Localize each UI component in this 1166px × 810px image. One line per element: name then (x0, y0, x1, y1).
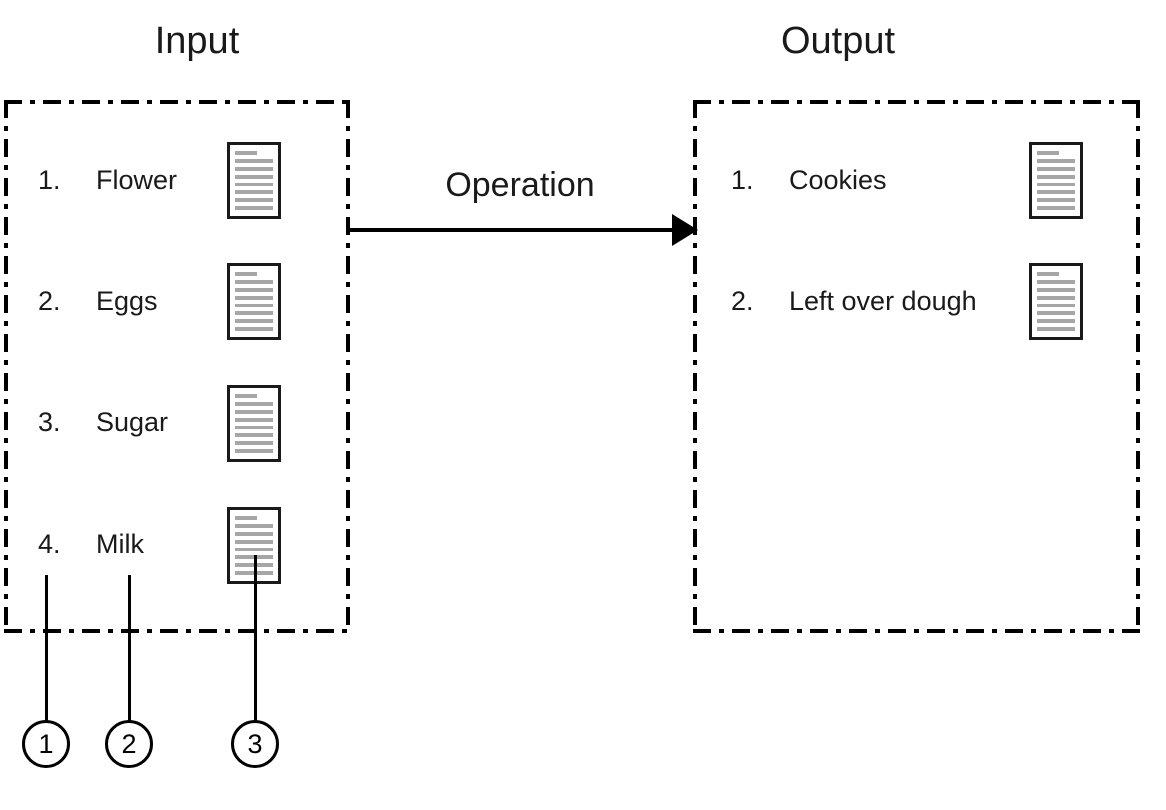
panel-border-left (4, 100, 8, 633)
doc-line (235, 206, 273, 210)
operation-arrow-shaft (349, 228, 679, 232)
doc-line (1037, 311, 1075, 316)
list-item-index: 1. (731, 165, 754, 195)
callout-marker-1[interactable]: 1 (22, 720, 70, 768)
callout-leader-line-3 (254, 555, 257, 730)
doc-line (235, 441, 273, 446)
doc-line (235, 394, 258, 398)
doc-line (235, 523, 273, 528)
callout-leader-line-1 (45, 575, 48, 730)
doc-line (1037, 279, 1075, 284)
list-item-label: Sugar (96, 407, 169, 437)
list-item-index: 3. (38, 407, 61, 437)
doc-line (1037, 287, 1075, 292)
doc-line (235, 425, 273, 430)
doc-line (235, 516, 258, 520)
output-panel: 1. Cookies 2. Left over dough (693, 100, 1140, 633)
doc-line (235, 166, 273, 171)
doc-line (235, 190, 273, 195)
doc-line (235, 295, 273, 300)
callout-marker-3[interactable]: 3 (231, 720, 279, 768)
doc-line (235, 174, 273, 179)
list-item: 2. Eggs (38, 281, 338, 321)
doc-line (235, 409, 273, 414)
document-icon (1029, 263, 1083, 340)
doc-line (235, 182, 273, 187)
doc-line (1037, 303, 1075, 308)
operation-label: Operation (445, 166, 595, 204)
doc-line (1037, 190, 1075, 195)
list-item-index: 1. (38, 165, 61, 195)
list-item: 2. Left over dough (731, 281, 1131, 321)
list-item-label: Left over dough (789, 286, 977, 316)
doc-line (235, 158, 273, 163)
doc-line (235, 417, 273, 422)
doc-line (235, 531, 273, 536)
doc-line (235, 433, 273, 438)
doc-line (235, 539, 273, 544)
doc-line (235, 327, 273, 331)
doc-line (235, 272, 258, 276)
panel-border-right (1136, 100, 1140, 633)
doc-line (1037, 319, 1075, 324)
doc-line (1037, 206, 1075, 210)
doc-line (235, 449, 273, 453)
list-item-label: Cookies (789, 165, 887, 195)
document-icon (227, 142, 281, 219)
doc-line (235, 279, 273, 284)
list-item: 1. Flower (38, 160, 338, 200)
doc-line (235, 287, 273, 292)
document-icon (227, 385, 281, 462)
doc-line (1037, 182, 1075, 187)
panel-border-top (4, 100, 350, 104)
doc-line (235, 401, 273, 406)
list-item: 1. Cookies (731, 160, 1131, 200)
list-item-label: Flower (96, 165, 178, 195)
doc-line (235, 198, 273, 203)
doc-line (1037, 151, 1060, 155)
doc-line (1037, 198, 1075, 203)
input-section-title: Input (154, 20, 240, 62)
input-panel: 1. Flower 2. Eggs 3. (4, 100, 350, 633)
doc-line (235, 151, 258, 155)
panel-border-bottom (693, 629, 1140, 633)
list-item-index: 2. (731, 286, 754, 316)
doc-line (235, 311, 273, 316)
panel-border-right (346, 100, 350, 633)
right-arrow-icon (672, 214, 698, 246)
panel-border-bottom (4, 629, 350, 633)
list-item-index: 4. (38, 529, 61, 559)
doc-line (1037, 272, 1060, 276)
callout-marker-2[interactable]: 2 (105, 720, 153, 768)
list-item-label: Eggs (96, 286, 158, 316)
list-item: 3. Sugar (38, 402, 338, 442)
panel-border-top (693, 100, 1140, 104)
doc-line (1037, 174, 1075, 179)
doc-line (1037, 166, 1075, 171)
list-item: 4. Milk (38, 524, 338, 564)
document-icon (1029, 142, 1083, 219)
list-item-label: Milk (96, 529, 144, 559)
document-icon (227, 263, 281, 340)
doc-line (1037, 295, 1075, 300)
doc-line (1037, 327, 1075, 331)
doc-line (235, 303, 273, 308)
list-item-index: 2. (38, 286, 61, 316)
callout-leader-line-2 (128, 575, 131, 730)
doc-line (1037, 158, 1075, 163)
doc-line (235, 547, 273, 552)
doc-line (235, 319, 273, 324)
output-section-title: Output (780, 20, 896, 62)
panel-border-left (693, 100, 697, 633)
